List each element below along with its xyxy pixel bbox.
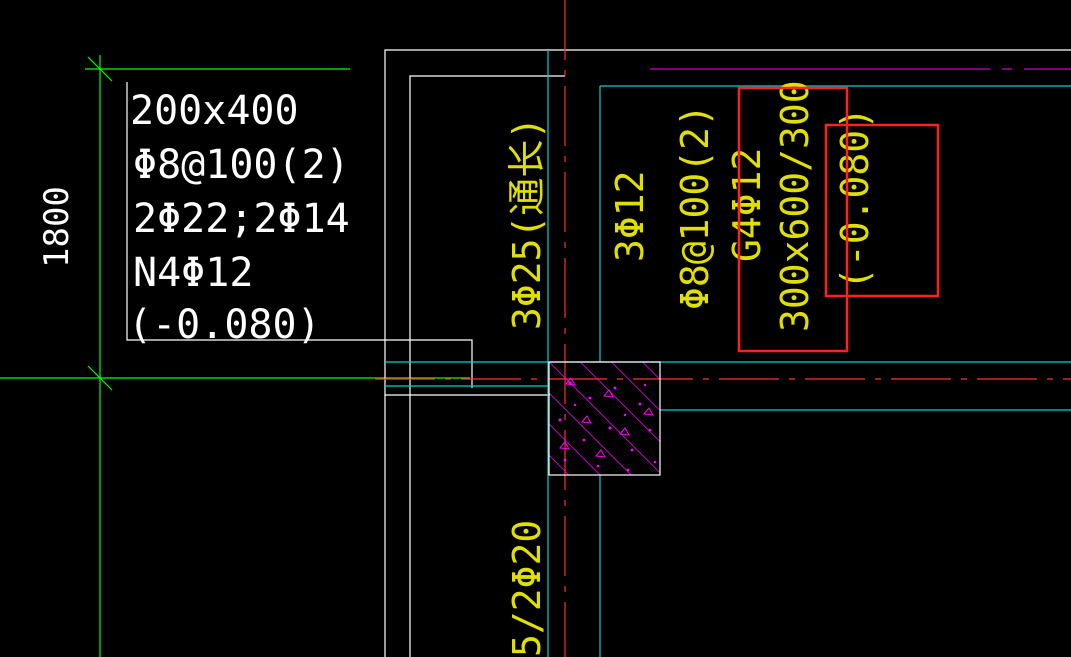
beam-section-size: 200x400 [130,88,299,134]
beam-elevation: (-0.080) [128,302,321,348]
right-beam-stirrup: Φ8@100(2) [673,104,717,310]
column-triangles [559,377,654,458]
beam-main-bars: 2Φ22;2Φ14 [133,196,350,242]
cyan-beam-lines [385,50,1071,657]
highlight-box-section[interactable] [737,86,849,353]
column-section[interactable] [548,361,661,476]
dimension-value: 1800 [37,186,77,268]
outer-wall-line [384,49,1071,657]
leader-line [126,82,473,388]
beam-side-bars: N4Φ12 [133,250,253,296]
column-lower-bars: 5/2Φ20 [505,520,549,657]
beam-annotation-group[interactable]: 200x400 Φ8@100(2) 2Φ22;2Φ14 N4Φ12 (-0.08… [128,88,350,348]
highlight-box-elevation[interactable] [824,123,940,298]
axis-lines [375,0,1071,657]
right-beam-section: 300x600/300 [773,80,817,332]
dimension-tick-top [87,56,113,82]
right-beam-side-bars: G4Φ12 [725,148,769,262]
right-beam-elevation: (-0.080) [833,107,877,290]
beam-stirrup-spec: Φ8@100(2) [133,142,350,188]
column-hatch-fill [548,361,661,476]
dimension-tick-bottom [87,365,113,391]
column-aggregate-dots [558,381,657,472]
column-vertical-bars: 3Φ25(通长) [505,117,549,330]
right-beam-annotation-group[interactable]: 3Φ12 Φ8@100(2) G4Φ12 300x600/300 (-0.080… [608,80,877,332]
inner-wall-line [409,75,565,657]
dimension-lines [0,55,470,657]
white-outline-lines [126,49,1071,657]
right-beam-top-bars: 3Φ12 [608,170,652,262]
